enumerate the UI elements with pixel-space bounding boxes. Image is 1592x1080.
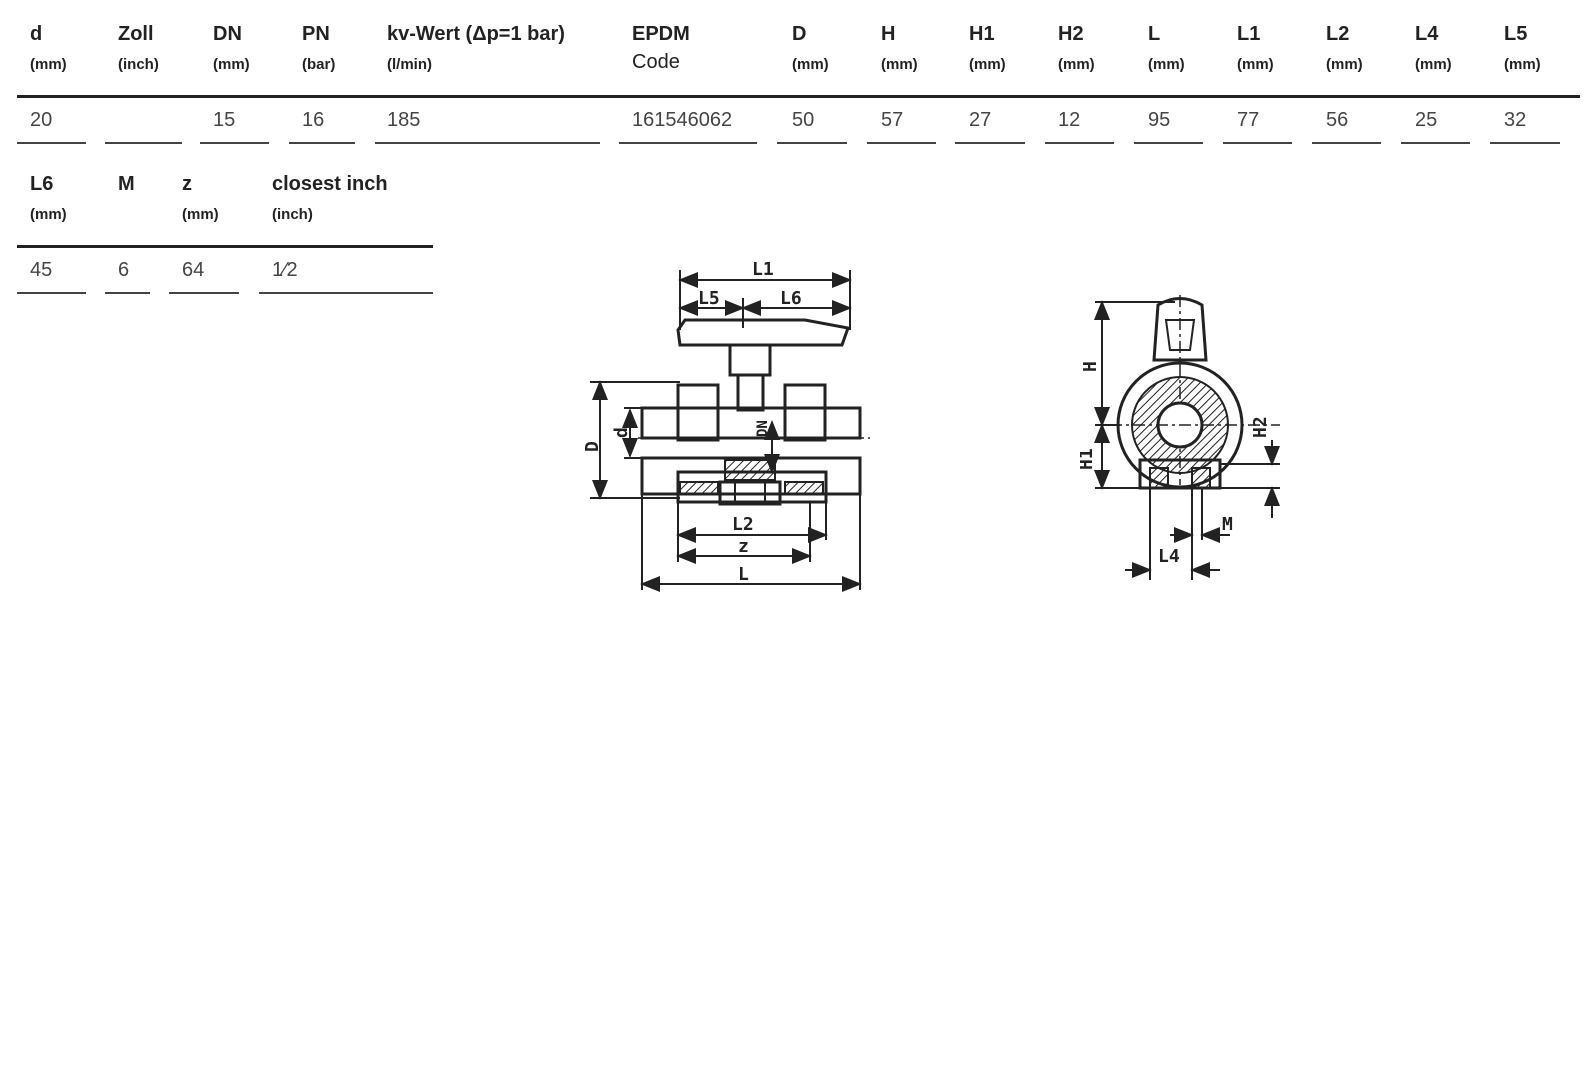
cell-L4: 25: [1415, 109, 1438, 131]
header-epdm-code: Code: [632, 51, 680, 73]
header-zoll: Zoll: [118, 23, 154, 45]
header-L5-unit: (mm): [1504, 56, 1541, 73]
cell-underline: [1312, 142, 1381, 144]
cell-underline: [867, 142, 936, 144]
header-L4: L4: [1415, 23, 1439, 45]
dim-label-DN: DN: [755, 420, 771, 437]
header-pn: PN: [302, 23, 330, 45]
cell-underline: [259, 292, 433, 294]
cell-M: 6: [118, 259, 130, 281]
dim-label-z: z: [738, 536, 749, 557]
cell-underline: [1223, 142, 1292, 144]
cell-H: 57: [881, 109, 904, 131]
dim-label-L5: L5: [698, 288, 720, 309]
cell-z: 64: [182, 259, 205, 281]
dim-label-L2: L2: [732, 514, 754, 535]
header-L5: L5: [1504, 23, 1528, 45]
header-L6-unit: (mm): [30, 206, 67, 223]
header-closest-inch-unit: (inch): [272, 206, 313, 223]
dim-label-H2: H2: [1250, 416, 1271, 438]
header-L-unit: (mm): [1148, 56, 1185, 73]
dim-label-H: H: [1080, 361, 1101, 372]
header-d: d: [30, 23, 43, 45]
header-H2: H2: [1058, 23, 1084, 45]
header-M: M: [118, 173, 135, 195]
cell-L2: 56: [1326, 109, 1349, 131]
cell-underline: [955, 142, 1025, 144]
header-z: z: [182, 173, 192, 195]
dim-label-H1: H1: [1080, 448, 1097, 470]
cell-underline: [169, 292, 239, 294]
header-dn: DN: [213, 23, 242, 45]
cell-closest-inch: 1⁄2: [272, 259, 298, 281]
header-L1: L1: [1237, 23, 1261, 45]
cell-epdm-code: 161546062: [632, 109, 733, 131]
header-H1: H1: [969, 23, 995, 45]
header-rule: [17, 95, 1580, 98]
header-d-unit: (mm): [30, 56, 67, 73]
dim-label-L4: L4: [1158, 546, 1180, 567]
cell-underline: [289, 142, 355, 144]
header-H-unit: (mm): [881, 56, 918, 73]
dim-label-d: d: [611, 427, 632, 438]
header-D-unit: (mm): [792, 56, 829, 73]
cell-pn: 16: [302, 109, 325, 131]
cell-underline: [1134, 142, 1203, 144]
header-kv: kv-Wert (Δp=1 bar): [387, 23, 565, 45]
dim-label-L6: L6: [780, 288, 802, 309]
cell-underline: [105, 292, 150, 294]
header-zoll-unit: (inch): [118, 56, 159, 73]
header-L6: L6: [30, 173, 54, 195]
cell-H2: 12: [1058, 109, 1081, 131]
cell-D: 50: [792, 109, 815, 131]
header-H2-unit: (mm): [1058, 56, 1095, 73]
header-pn-unit: (bar): [302, 56, 336, 73]
dim-label-L1: L1: [752, 259, 774, 280]
cell-underline: [17, 292, 86, 294]
cell-d: 20: [30, 109, 53, 131]
cell-underline: [105, 142, 182, 144]
cell-L5: 32: [1504, 109, 1527, 131]
cell-H1: 27: [969, 109, 992, 131]
header-dn-unit: (mm): [213, 56, 250, 73]
header-L: L: [1148, 23, 1161, 45]
header-z-unit: (mm): [182, 206, 219, 223]
header-H: H: [881, 23, 896, 45]
cell-L: 95: [1148, 109, 1171, 131]
cell-underline: [777, 142, 847, 144]
cell-underline: [375, 142, 600, 144]
header-L4-unit: (mm): [1415, 56, 1452, 73]
valve-front-view-drawing: L1 L5 L6 D d DN L2 z L: [582, 259, 870, 592]
dim-label-D: D: [582, 441, 603, 452]
dim-label-M: M: [1222, 514, 1233, 535]
cell-L6: 45: [30, 259, 53, 281]
cell-dn: 15: [213, 109, 236, 131]
header-L2-unit: (mm): [1326, 56, 1363, 73]
dim-label-L: L: [738, 564, 749, 585]
cell-underline: [619, 142, 757, 144]
header-closest-inch: closest inch: [272, 173, 388, 195]
cell-underline: [1490, 142, 1560, 144]
header-rule: [17, 245, 433, 248]
valve-side-view-drawing: H H1 H2 M L4: [1080, 295, 1280, 580]
cell-L1: 77: [1237, 109, 1260, 131]
header-kv-unit: (l/min): [387, 56, 432, 73]
cell-underline: [1401, 142, 1470, 144]
header-L2: L2: [1326, 23, 1350, 45]
cell-underline: [200, 142, 269, 144]
cell-underline: [17, 142, 86, 144]
cell-kv: 185: [387, 109, 421, 131]
header-H1-unit: (mm): [969, 56, 1006, 73]
cell-underline: [1045, 142, 1114, 144]
header-L1-unit: (mm): [1237, 56, 1274, 73]
header-epdm: EPDM: [632, 23, 690, 45]
header-D: D: [792, 23, 807, 45]
